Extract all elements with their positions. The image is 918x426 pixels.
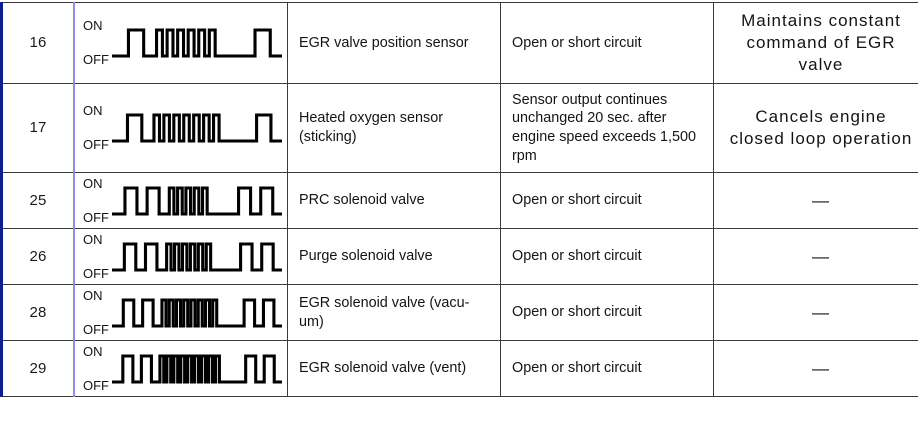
code-value: 16: [29, 34, 47, 52]
waveform-trace: [112, 188, 282, 214]
table-row: 28 ON OFFTwo wide ON pulses, then a burst …: [0, 284, 918, 342]
table-row: 29 ON OFFTwo wide ON pulses, then a burst …: [0, 340, 918, 398]
system-behavior-cell-text: —: [812, 302, 830, 322]
waveform-on-label: ON: [83, 18, 103, 34]
system-behavior-cell: —: [713, 172, 918, 230]
waveform-cell: ON OFFTwo wide ON pulses, then a burst of…: [73, 340, 288, 398]
purge-solenoid-valve-waveform: Two wide ON pulses, then a burst of six …: [111, 237, 283, 277]
code-cell: 17: [0, 82, 75, 174]
failure-cell-text: Open or short circuit: [512, 248, 642, 265]
failure-cell: Open or short circuit: [500, 228, 714, 286]
code-value: 28: [29, 304, 47, 322]
waveform-off-label: OFF: [83, 210, 109, 226]
waveform-cell: ON OFFTwo wide ON pulses, then a burst of…: [73, 284, 288, 342]
table-row: 17 ON OFFOne wide ON pulse, then a burst o…: [0, 82, 918, 174]
system-behavior-cell: —: [713, 228, 918, 286]
failure-cell: Open or short circuit: [500, 340, 714, 398]
failure-cell-text: Open or short circuit: [512, 360, 642, 377]
failure-cell: Open or short circuit: [500, 2, 714, 84]
failure-cell-text: Open or short circuit: [512, 304, 642, 321]
waveform-trace: [112, 244, 282, 270]
waveform-wrapper: ON OFFTwo wide ON pulses, then a burst of…: [75, 173, 287, 228]
system-behavior-cell: Cancels engine closed loop operation: [713, 82, 918, 174]
code-cell: 25: [0, 172, 75, 230]
egr-solenoid-valve-vacuum-waveform: Two wide ON pulses, then a burst of eigh…: [111, 293, 283, 333]
code-value: 17: [29, 119, 47, 137]
waveform-trace: [112, 115, 282, 141]
code-value: 25: [29, 192, 47, 210]
system-behavior-cell: Maintains constant command of EGR valve: [713, 2, 918, 84]
waveform-cell: ON OFFOne wide ON pulse, then a burst of …: [73, 82, 288, 174]
waveform-wrapper: ON OFFOne wide ON pulse, then a burst of …: [75, 15, 287, 70]
item-cell-text: EGR valve position sensor: [299, 34, 469, 51]
waveform-axis-labels: ON OFF: [83, 19, 109, 66]
waveform-trace: [112, 356, 282, 382]
waveform-cell: ON OFFTwo wide ON pulses, then a burst of…: [73, 172, 288, 230]
waveform-on-label: ON: [83, 232, 103, 248]
item-cell-text: EGR solenoid valve (vacu-um): [299, 295, 470, 330]
system-behavior-cell-text: Maintains constant command of EGR valve: [741, 11, 901, 74]
waveform-wrapper: ON OFFTwo wide ON pulses, then a burst of…: [75, 341, 287, 396]
code-cell: 26: [0, 228, 75, 286]
waveform-off-label: OFF: [83, 137, 109, 153]
waveform-on-label: ON: [83, 288, 103, 304]
item-cell-text: PRC solenoid valve: [299, 192, 425, 209]
system-behavior-cell-text: —: [812, 246, 830, 266]
waveform-axis-labels: ON OFF: [83, 177, 109, 224]
egr-solenoid-valve-vent-waveform: Two wide ON pulses, then a burst of nine…: [111, 349, 283, 389]
prc-solenoid-valve-waveform: Two wide ON pulses, then a burst of five…: [111, 181, 283, 221]
waveform-off-label: OFF: [83, 322, 109, 338]
waveform-trace: [112, 30, 282, 56]
waveform-off-label: OFF: [83, 378, 109, 394]
waveform-axis-labels: ON OFF: [83, 233, 109, 280]
waveform-axis-labels: ON OFF: [83, 345, 109, 392]
system-behavior-cell: —: [713, 284, 918, 342]
item-cell: Heated oxygen sensor (sticking): [287, 82, 501, 174]
system-behavior-cell-text: —: [812, 358, 830, 378]
item-cell-text: Purge solenoid valve: [299, 248, 433, 265]
egr-valve-position-sensor-waveform: One wide ON pulse, then a burst of six n…: [111, 23, 283, 63]
system-behavior-cell-text: —: [812, 190, 830, 210]
failure-cell: Open or short circuit: [500, 172, 714, 230]
item-cell: EGR valve position sensor: [287, 2, 501, 84]
waveform-off-label: OFF: [83, 266, 109, 282]
table-row: 16 ON OFFOne wide ON pulse, then a burst o…: [0, 2, 918, 84]
failure-cell-text: Open or short circuit: [512, 34, 642, 51]
code-cell: 16: [0, 2, 75, 84]
table-row: 25 ON OFFTwo wide ON pulses, then a burst …: [0, 172, 918, 230]
item-cell-text: Heated oxygen sensor (sticking): [299, 110, 443, 145]
item-cell: Purge solenoid valve: [287, 228, 501, 286]
waveform-cell: ON OFFOne wide ON pulse, then a burst of …: [73, 2, 288, 84]
system-behavior-cell: —: [713, 340, 918, 398]
waveform-on-label: ON: [83, 103, 103, 119]
failure-cell: Sensor output continues unchanged 20 sec…: [500, 82, 714, 174]
code-value: 29: [29, 360, 47, 378]
heated-oxygen-sensor-waveform: One wide ON pulse, then a burst of seven…: [111, 108, 283, 148]
waveform-axis-labels: ON OFF: [83, 289, 109, 336]
item-cell: EGR solenoid valve (vacu-um): [287, 284, 501, 342]
waveform-on-label: ON: [83, 344, 103, 360]
table-row: 26 ON OFFTwo wide ON pulses, then a burst …: [0, 228, 918, 286]
waveform-off-label: OFF: [83, 52, 109, 68]
waveform-wrapper: ON OFFTwo wide ON pulses, then a burst of…: [75, 285, 287, 340]
waveform-on-label: ON: [83, 176, 103, 192]
failure-cell-text: Sensor output continues unchanged 20 sec…: [512, 91, 697, 164]
waveform-wrapper: ON OFFOne wide ON pulse, then a burst of …: [75, 100, 287, 155]
table-body: 16ONOFFOne wide ON pulse, then a burst o…: [0, 2, 918, 398]
failure-cell: Open or short circuit: [500, 284, 714, 342]
waveform-trace: [112, 300, 282, 326]
item-cell: EGR solenoid valve (vent): [287, 340, 501, 398]
code-cell: 29: [0, 340, 75, 398]
failure-cell-text: Open or short circuit: [512, 192, 642, 209]
code-value: 26: [29, 248, 47, 266]
system-behavior-cell-text: Cancels engine closed loop operation: [729, 107, 913, 148]
waveform-cell: ON OFFTwo wide ON pulses, then a burst of…: [73, 228, 288, 286]
waveform-axis-labels: ON OFF: [83, 104, 109, 151]
diagnostic-code-table: 16ONOFFOne wide ON pulse, then a burst o…: [0, 2, 918, 398]
code-cell: 28: [0, 284, 75, 342]
item-cell: PRC solenoid valve: [287, 172, 501, 230]
item-cell-text: EGR solenoid valve (vent): [299, 360, 467, 377]
waveform-wrapper: ON OFFTwo wide ON pulses, then a burst of…: [75, 229, 287, 284]
